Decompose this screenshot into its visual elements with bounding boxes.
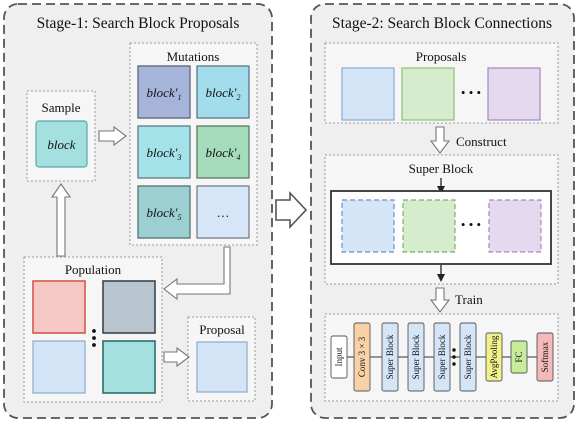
- network-layer-box: [485, 332, 503, 382]
- network-layer-label: Super Block: [463, 334, 473, 379]
- mutation-block-4: block′4: [196, 125, 250, 179]
- population-label: Population: [65, 262, 122, 277]
- super-block-cell-green: [402, 199, 456, 253]
- network-layer-label: FC: [514, 351, 524, 362]
- network-layer-9: Softmax: [536, 332, 554, 382]
- network-layer-7: AvgPooling: [485, 332, 503, 382]
- population-block-red: [32, 280, 86, 334]
- network-layer-box: [433, 322, 451, 392]
- population-block-teal: [102, 340, 156, 394]
- mutations-grid: block′1 block′2 block′3 block′4 block′5 …: [137, 65, 250, 239]
- proposal-block-blue: [341, 67, 395, 121]
- mutations-label: Mutations: [167, 49, 220, 64]
- stage1-title: Stage-1: Search Block Proposals: [37, 15, 240, 32]
- proposals-ellipsis: • • •: [461, 85, 481, 100]
- mutation-block-label: block′2: [206, 85, 241, 102]
- network-layer-box: [510, 340, 528, 374]
- network-layer-box: [381, 322, 399, 392]
- mutation-block-box: [137, 185, 191, 239]
- super-block-cell-blue: [341, 199, 395, 253]
- proposal-block-green: [401, 67, 455, 121]
- population-block-slate: [102, 280, 156, 334]
- network-layer-6: Super Block: [459, 322, 477, 392]
- mutation-block-3: block′3: [137, 125, 191, 179]
- network-layer-8: FC: [510, 340, 528, 374]
- mutation-block-subscript: 4: [237, 153, 241, 162]
- network-layer-label: AvgPooling: [489, 335, 499, 378]
- construct-label: Construct: [456, 134, 507, 149]
- mutation-block-box: [137, 65, 191, 119]
- mutation-block-box: [137, 125, 191, 179]
- network-layer-2: Conv 3 × 3: [353, 322, 371, 392]
- sample-block-label: block: [47, 137, 75, 152]
- network-layer-box: [353, 322, 371, 392]
- network-layer-label: Softmax: [540, 341, 550, 372]
- network-layer-label: Input: [334, 347, 344, 366]
- proposal-block: [196, 341, 248, 393]
- proposal-label: Proposal: [199, 322, 245, 337]
- network-layer-box: [536, 332, 554, 382]
- network-layer-box: [459, 322, 477, 392]
- mutations-to-population-arrow: [163, 246, 231, 301]
- network-layer-label: Super Block: [385, 334, 395, 379]
- sample-label: Sample: [42, 100, 81, 115]
- mutation-block-2: block′2: [196, 65, 250, 119]
- super-block-label: Super Block: [409, 161, 474, 176]
- network-layer-label: Super Block: [437, 334, 447, 379]
- mutation-block-subscript: 2: [237, 93, 241, 102]
- network-layers: Input Conv 3 × 3 Super Block Super Block Sup…: [330, 322, 554, 392]
- mutation-block-label: block′3: [147, 145, 182, 162]
- super-block-ellipsis: • • •: [461, 217, 481, 232]
- mutation-block-subscript: 1: [178, 93, 182, 102]
- mutation-block-label: …: [217, 205, 230, 220]
- proposal-block-purple: [487, 67, 541, 121]
- network-layer-3: Super Block: [381, 322, 399, 392]
- network-layer-1: Input: [330, 335, 348, 379]
- sample-to-mutations-arrow: [98, 125, 127, 147]
- mutation-block-6: …: [196, 185, 250, 239]
- stage2-title: Stage-2: Search Block Connections: [332, 15, 552, 32]
- mutation-block-subscript: 5: [178, 213, 182, 222]
- population-vertical-ellipsis: [92, 329, 96, 347]
- construct-arrow: [429, 126, 451, 154]
- mutation-block-subscript: 3: [177, 153, 182, 162]
- mutation-block-box: [196, 65, 250, 119]
- mutation-block-label: block′4: [206, 145, 241, 162]
- mutation-block-label: block′5: [147, 205, 182, 222]
- network-layer-label: Conv 3 × 3: [357, 336, 367, 377]
- mutation-block-1: block′1: [137, 65, 191, 119]
- mutation-block-5: block′5: [137, 185, 191, 239]
- sample-block: [35, 120, 88, 168]
- network-layer-box: [407, 322, 425, 392]
- network-layer-label: Super Block: [411, 334, 421, 379]
- population-to-sample-arrow: [50, 183, 72, 257]
- super-block-cell-purple: [488, 199, 542, 253]
- network-layer-5: Super Block: [433, 322, 451, 392]
- proposals-label: Proposals: [416, 49, 467, 64]
- network-vertical-ellipsis: [452, 348, 456, 366]
- mutation-block-box: [196, 185, 250, 239]
- network-layer-box: [330, 335, 348, 379]
- network-layer-4: Super Block: [407, 322, 425, 392]
- stage-transition-arrow: [275, 190, 308, 230]
- population-block-blue: [32, 340, 86, 394]
- mutation-block-label: block′1: [147, 85, 182, 102]
- train-arrow: [429, 287, 451, 313]
- train-label: Train: [455, 292, 483, 307]
- population-to-proposal-arrow: [163, 346, 190, 368]
- mutation-block-box: [196, 125, 250, 179]
